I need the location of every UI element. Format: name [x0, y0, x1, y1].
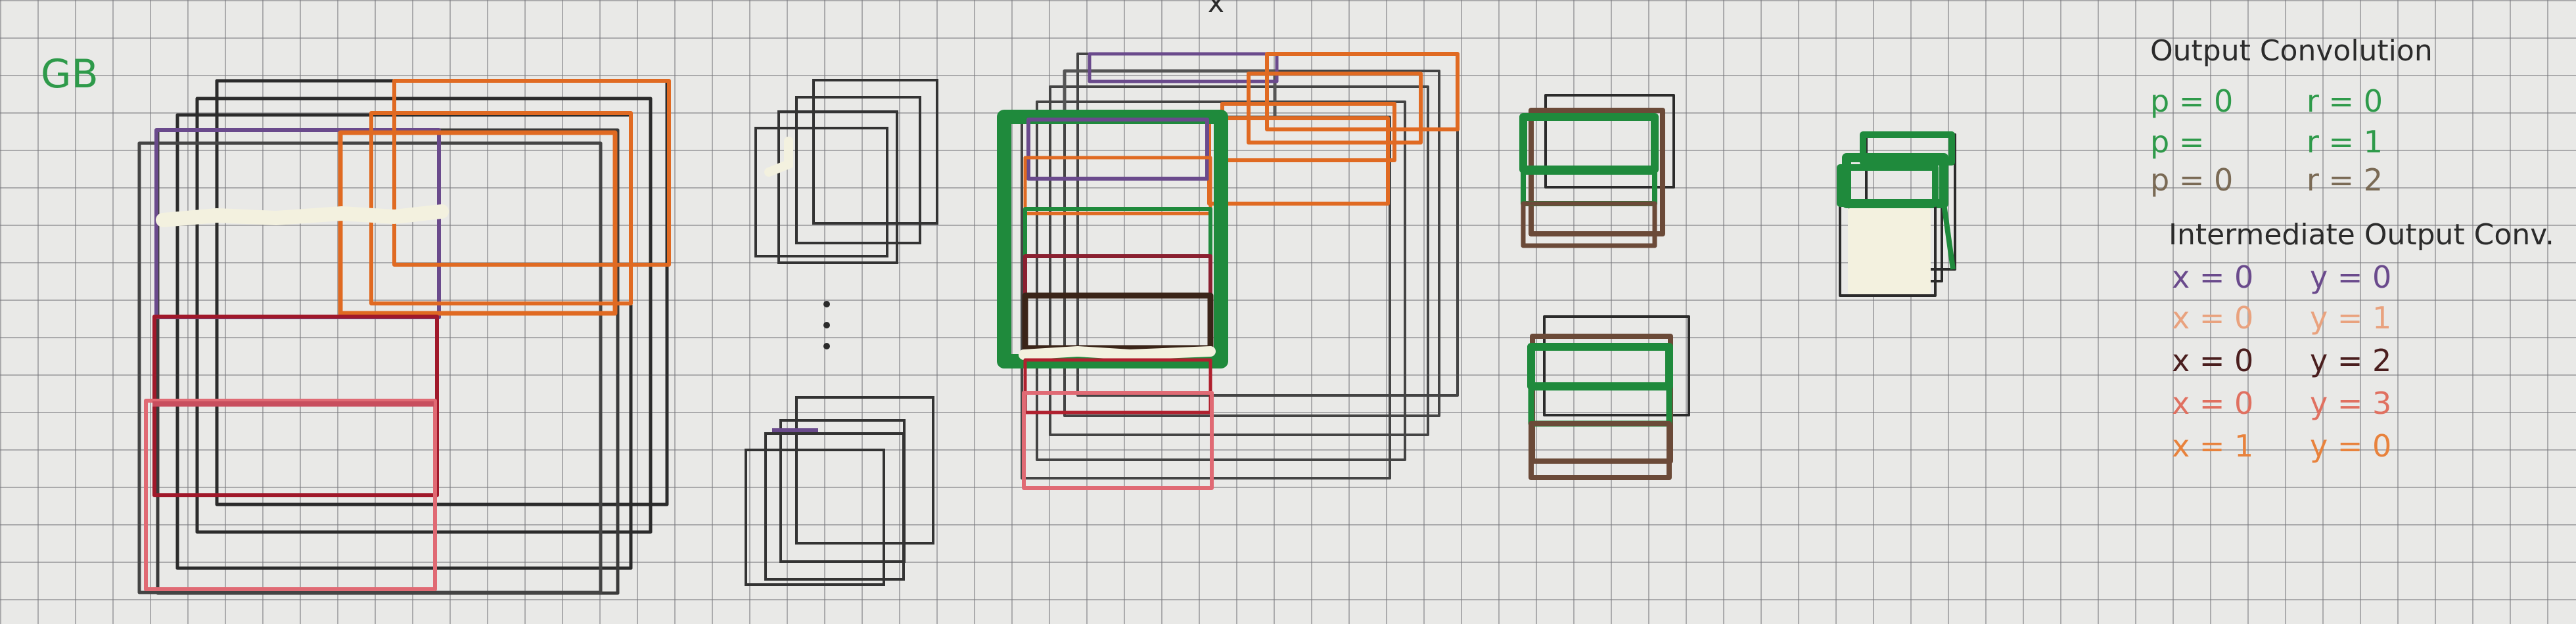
inter-row-top-purple — [1088, 52, 1279, 83]
legend-intermediate-row-4-y: y = 3 — [2310, 386, 2391, 421]
legend-intermediate-row-1-x: x = 0 — [2172, 259, 2253, 295]
window-pink — [144, 399, 437, 591]
legend-output-row-2-right: r = 1 — [2307, 124, 2383, 160]
inter-white-strip — [1019, 346, 1216, 360]
final-output-white — [1848, 208, 1931, 294]
window-orange-back-2 — [392, 79, 671, 267]
legend-intermediate-row-2-y: y = 1 — [2310, 300, 2391, 336]
input-map-layer-back-1 — [156, 128, 620, 595]
legend-intermediate-row-2-x: x = 0 — [2172, 300, 2253, 336]
legend-intermediate-row-1-y: y = 0 — [2310, 259, 2391, 295]
legend-intermediate-row-3-y: y = 2 — [2310, 343, 2391, 378]
legend-output-row-3-right: r = 2 — [2307, 162, 2383, 198]
legend-intermediate-row-5-y: y = 0 — [2310, 428, 2391, 464]
legend-intermediate-title: Intermediate Output Conv. — [2169, 218, 2554, 252]
inter-row-red — [1023, 358, 1212, 414]
kernel-stack-bottom — [745, 396, 934, 586]
kernel-stack-top — [754, 79, 938, 264]
inter-orange-row-2 — [1247, 72, 1423, 145]
legend-intermediate-row-3-x: x = 0 — [2172, 343, 2253, 378]
input-map-layer-back-2 — [175, 113, 633, 570]
intermediate-output-stack — [997, 52, 1460, 490]
inter-orange-row-1 — [1265, 52, 1460, 131]
legend-title: Output Convolution — [2150, 34, 2433, 68]
legend: Output Convolution p = 0 r = 0 p = r = 1… — [2150, 34, 2554, 464]
legend-output-row-1-left: p = 0 — [2150, 83, 2233, 119]
legend-output-row-1-right: r = 0 — [2307, 83, 2383, 119]
legend-output-row-3-left: p = 0 — [2150, 162, 2233, 198]
kernel-white-mark — [764, 137, 793, 177]
inter-row-brown — [1022, 292, 1214, 351]
inter-layer-back-3 — [1036, 100, 1406, 461]
window-orange-front — [338, 130, 618, 316]
output-stack-top — [1519, 94, 1675, 248]
inter-layer-back-4 — [1049, 85, 1429, 436]
legend-output-row-2-left: p = — [2150, 124, 2204, 160]
vertical-ellipsis — [823, 301, 830, 349]
legend-intermediate-row-4-x: x = 0 — [2172, 386, 2253, 421]
output-stack-bottom — [1527, 315, 1690, 480]
input-feature-map-stack — [137, 79, 671, 595]
legend-intermediate-row-5-x: x = 1 — [2172, 428, 2253, 464]
white-paint-strip — [156, 204, 449, 227]
inter-row-purple — [1026, 118, 1209, 181]
final-output-stack — [1837, 131, 1956, 297]
stray-mark: x — [1208, 0, 1224, 18]
inter-row-pink — [1022, 391, 1214, 490]
inter-row-green — [1023, 207, 1212, 258]
inter-row-orange — [1023, 156, 1212, 215]
inter-row-darkred — [1023, 254, 1212, 298]
gb-label: GB — [41, 51, 99, 97]
